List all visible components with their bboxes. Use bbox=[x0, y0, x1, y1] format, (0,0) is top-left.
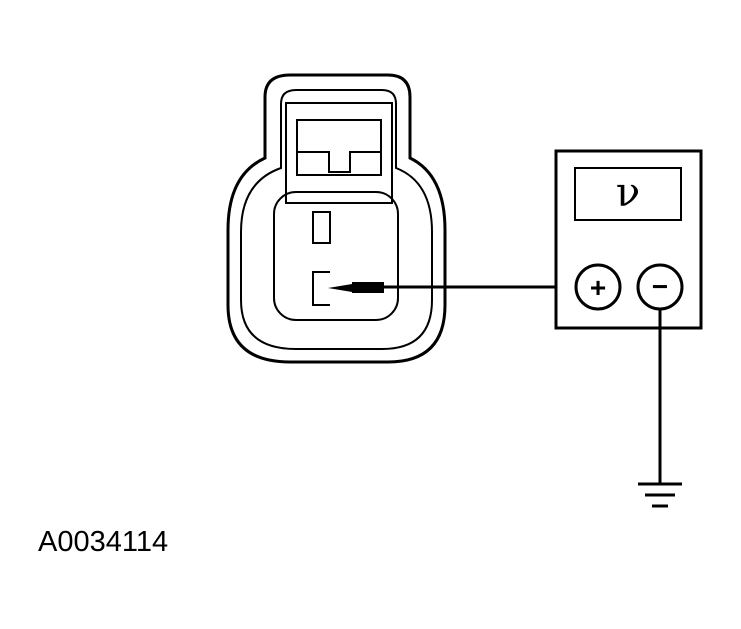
connector-outer-body bbox=[226, 73, 447, 364]
connector bbox=[226, 73, 447, 364]
connector-inner-body bbox=[240, 89, 433, 350]
ground-symbol bbox=[638, 482, 682, 508]
connector-latch bbox=[285, 102, 393, 204]
positive-terminal-label: + bbox=[590, 272, 606, 303]
ground-lead bbox=[638, 309, 682, 508]
positive-test-lead bbox=[328, 282, 575, 293]
negative-terminal-label: − bbox=[652, 271, 668, 302]
meter-display bbox=[574, 167, 682, 221]
positive-terminal bbox=[574, 263, 622, 311]
latch-notch bbox=[296, 119, 382, 176]
meter-display-symbol: ν bbox=[616, 170, 640, 216]
probe-body bbox=[352, 282, 384, 293]
terminal-pin-2 bbox=[312, 271, 330, 306]
voltmeter: ν + − bbox=[554, 149, 703, 330]
terminal-pin-1 bbox=[312, 211, 331, 244]
terminal-cavity bbox=[273, 191, 399, 321]
figure-id-label: A0034114 bbox=[38, 526, 169, 558]
probe-tip bbox=[328, 284, 352, 292]
